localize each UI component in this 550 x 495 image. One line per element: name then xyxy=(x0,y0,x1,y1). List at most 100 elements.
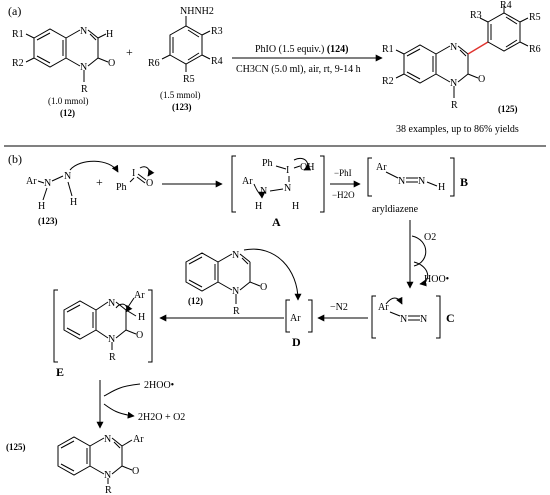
mq12-label: (12) xyxy=(188,296,203,306)
phio-i: I xyxy=(132,168,135,179)
hydrazine-amount: (1.5 mmol) xyxy=(160,90,201,100)
intA-i: I xyxy=(286,165,289,176)
phio: Ph I O xyxy=(116,166,155,193)
mech-hydrazine-label: (123) xyxy=(38,216,58,226)
q12-label: (12) xyxy=(60,108,75,118)
mech-h2: H xyxy=(70,197,77,208)
intB-h: H xyxy=(438,182,445,193)
hydrazine-r5: R5 xyxy=(183,74,195,85)
step-minus-h2o: −H2O xyxy=(332,190,355,200)
intC-n2: N xyxy=(420,314,427,325)
final-n4: N xyxy=(104,434,111,445)
q12-n1: N xyxy=(80,62,87,73)
step-minus-phi: −PhI xyxy=(334,168,352,178)
intermediate-E: N N Ar H O R E xyxy=(53,289,153,379)
p125-r4: R4 xyxy=(500,0,512,11)
intE-n1: N xyxy=(108,334,115,345)
twohoo-curve xyxy=(103,383,141,397)
intA-n2: N xyxy=(284,183,291,194)
hoo-curve xyxy=(413,261,429,287)
conditions-line2: CH3CN (5.0 ml), air, rt, 9-14 h xyxy=(236,64,361,75)
intE-ar: Ar xyxy=(134,290,145,301)
intE-label: E xyxy=(56,365,64,379)
p125-r3: R3 xyxy=(470,10,482,21)
intC-label: C xyxy=(446,311,455,325)
intermediate-C: Ar N N C xyxy=(371,295,455,339)
intE-r: R xyxy=(109,352,116,363)
intA-label: A xyxy=(272,215,281,229)
plus-b: + xyxy=(96,175,103,189)
p125-r: R xyxy=(451,100,458,111)
intC-ar: Ar xyxy=(378,302,389,313)
hydrazine-r3: R3 xyxy=(211,26,223,37)
two-hoo: 2HOO• xyxy=(144,380,174,391)
p125-r5: R5 xyxy=(529,12,541,23)
intermediate-A: Ar N N H H Ph I OH A xyxy=(231,155,325,229)
mech-n2: N xyxy=(64,171,71,182)
q12-r1: R1 xyxy=(12,29,24,40)
p125-n4: N xyxy=(450,42,457,53)
new-cc-bond xyxy=(467,41,489,55)
intA-h1: H xyxy=(255,201,262,212)
hydrazine-label: (123) xyxy=(172,102,192,112)
panel-a-label: (a) xyxy=(8,4,21,18)
intD-label: D xyxy=(292,335,301,349)
intB-n1: N xyxy=(398,176,405,187)
water-o2: 2H2O + O2 xyxy=(138,412,185,423)
intE-h: H xyxy=(138,312,145,323)
mech-n1: N xyxy=(44,178,51,189)
p125-n1: N xyxy=(450,78,457,89)
q12-n4: N xyxy=(80,26,87,37)
p125-r1: R1 xyxy=(382,44,394,55)
summary-text: 38 examples, up to 86% yields xyxy=(396,124,519,135)
intermediate-B: Ar N N H B aryldiazene xyxy=(367,157,468,215)
intA-n1: N xyxy=(260,186,267,197)
intA-ar: Ar xyxy=(242,176,253,187)
phio-o: O xyxy=(146,178,153,189)
mq12-n1: N xyxy=(232,286,239,297)
final-r: R xyxy=(105,485,112,495)
p125-r2: R2 xyxy=(382,76,394,87)
panel-b-label: (b) xyxy=(8,152,22,166)
intC-n1: N xyxy=(400,314,407,325)
intB-ar: Ar xyxy=(376,162,387,173)
intA-ph: Ph xyxy=(262,158,273,169)
final-ar: Ar xyxy=(133,434,144,445)
minus-n2: −N2 xyxy=(330,302,348,313)
hydrazine-r6: R6 xyxy=(148,58,160,69)
intermediate-D: Ar D xyxy=(285,299,313,349)
water-curve xyxy=(103,403,135,419)
o2-curve xyxy=(411,235,427,267)
quinoxalinone-12: N N H O R R1 R2 (1.0 mmol) (12) xyxy=(12,26,115,118)
intE-n4: N xyxy=(108,298,115,309)
hydrazine-nhnh2: NHNH2 xyxy=(180,6,214,17)
mq12-r: R xyxy=(233,306,240,317)
intD-ar: Ar xyxy=(290,313,301,324)
q12-r: R xyxy=(81,84,88,95)
p125-o: O xyxy=(478,74,485,85)
conditions-line1: PhIO (1.5 equiv.) (124) xyxy=(255,44,349,55)
mq12-o: O xyxy=(260,282,267,293)
intA-h2: H xyxy=(292,201,299,212)
mech-hydrazine-123: Ar N N H H (123) xyxy=(26,160,119,226)
hoo-label: HOO• xyxy=(424,274,449,285)
plus-a: + xyxy=(126,45,133,59)
intB-n2: N xyxy=(418,176,425,187)
product-125: N N O R R1 R2 R3 R4 R5 R6 (125) 38 examp… xyxy=(382,0,541,135)
mech-ar: Ar xyxy=(26,176,37,187)
final-n1: N xyxy=(104,470,111,481)
p125-r6: R6 xyxy=(529,44,541,55)
q12-r2: R2 xyxy=(12,58,24,69)
mech-h1: H xyxy=(38,201,45,212)
mech-quinoxalinone-12: N N O R (12) xyxy=(185,248,302,317)
phio-ph: Ph xyxy=(116,182,127,193)
o2-label: O2 xyxy=(424,232,436,243)
intE-o: O xyxy=(136,330,143,341)
final-label: (125) xyxy=(6,442,26,452)
q12-h: H xyxy=(106,29,113,40)
arylhydrazine-123: NHNH2 R3 R4 R5 R6 (1.5 mmol) (123) xyxy=(148,6,223,112)
q12-amount: (1.0 mmol) xyxy=(48,96,89,106)
hydrazine-r4: R4 xyxy=(211,56,223,67)
